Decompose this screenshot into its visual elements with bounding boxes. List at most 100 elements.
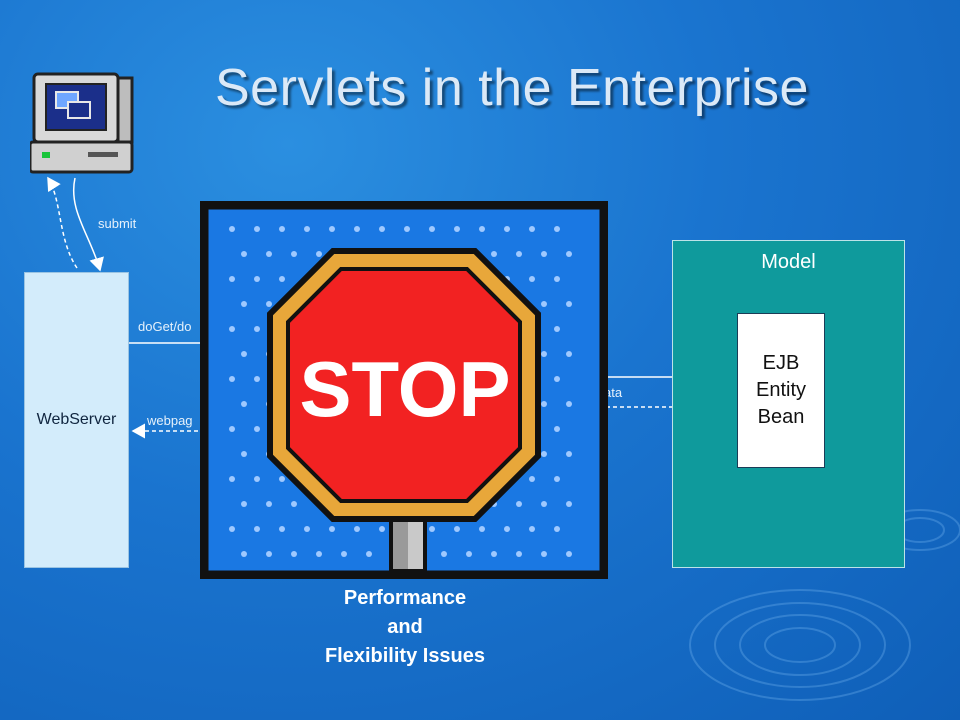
pattern-dot	[266, 251, 272, 257]
pattern-dot	[329, 526, 335, 532]
pattern-dot	[254, 276, 260, 282]
pattern-dot	[279, 476, 285, 482]
pattern-dot	[491, 551, 497, 557]
pattern-dot	[316, 251, 322, 257]
caption-line-3: Flexibility Issues	[324, 645, 486, 667]
model-label: Model	[761, 251, 816, 273]
pattern-dot	[241, 551, 247, 557]
pattern-dot	[229, 276, 235, 282]
pattern-dot	[279, 526, 285, 532]
response-arrow	[47, 176, 78, 269]
stop-sign-icon: STOP	[200, 201, 608, 579]
pattern-dot	[529, 476, 535, 482]
webserver-box: WebServer	[24, 272, 129, 568]
pattern-dot	[554, 326, 560, 332]
caption-line-1: Performance	[343, 587, 467, 609]
pattern-dot	[354, 226, 360, 232]
webpage-label: webpag	[147, 413, 193, 428]
pattern-dot	[266, 551, 272, 557]
pattern-dot	[291, 501, 297, 507]
pattern-dot	[254, 476, 260, 482]
pattern-dot	[566, 551, 572, 557]
doget-label: doGet/do	[138, 319, 192, 334]
pattern-dot	[566, 401, 572, 407]
pattern-dot	[504, 526, 510, 532]
pattern-dot	[254, 326, 260, 332]
pattern-dot	[566, 351, 572, 357]
pattern-dot	[254, 226, 260, 232]
pattern-dot	[441, 551, 447, 557]
pattern-dot	[541, 551, 547, 557]
pattern-dot	[516, 501, 522, 507]
computer-icon	[30, 72, 134, 174]
pattern-dot	[229, 326, 235, 332]
data-label: ata	[604, 385, 623, 400]
pattern-dot	[341, 551, 347, 557]
pattern-dot	[254, 526, 260, 532]
pattern-dot	[379, 526, 385, 532]
pattern-dot	[566, 301, 572, 307]
pattern-dot	[541, 451, 547, 457]
caption: Performance and Flexibility Issues	[285, 584, 525, 671]
slide-title: Servlets in the Enterprise	[215, 59, 809, 117]
pattern-dot	[241, 251, 247, 257]
pattern-dot	[241, 501, 247, 507]
pattern-dot	[541, 501, 547, 507]
pattern-dot	[466, 551, 472, 557]
pattern-dot	[504, 226, 510, 232]
webserver-label: WebServer	[36, 411, 117, 428]
pattern-dot	[241, 401, 247, 407]
pattern-dot	[291, 551, 297, 557]
pattern-dot	[279, 276, 285, 282]
pattern-dot	[366, 551, 372, 557]
pattern-dot	[529, 226, 535, 232]
pattern-dot	[266, 301, 272, 307]
pattern-dot	[554, 476, 560, 482]
pattern-dot	[229, 426, 235, 432]
pattern-dot	[529, 526, 535, 532]
pattern-dot	[279, 226, 285, 232]
pattern-dot	[291, 251, 297, 257]
ejb-label: EJB Entity Bean	[755, 352, 807, 428]
model-box: Model EJB Entity Bean	[672, 240, 905, 568]
pattern-dot	[529, 276, 535, 282]
pattern-dot	[554, 226, 560, 232]
pattern-dot	[304, 526, 310, 532]
pattern-dot	[429, 226, 435, 232]
pattern-dot	[516, 251, 522, 257]
pattern-dot	[266, 501, 272, 507]
pattern-dot	[541, 351, 547, 357]
pattern-dot	[229, 476, 235, 482]
pattern-dot	[254, 376, 260, 382]
pattern-dot	[554, 426, 560, 432]
pattern-dot	[454, 226, 460, 232]
pattern-dot	[479, 226, 485, 232]
pattern-dot	[516, 551, 522, 557]
pattern-dot	[541, 301, 547, 307]
pattern-dot	[404, 226, 410, 232]
pattern-dot	[479, 526, 485, 532]
pattern-dot	[541, 401, 547, 407]
stop-text: STOP	[300, 345, 511, 433]
pattern-dot	[566, 451, 572, 457]
pattern-dot	[241, 351, 247, 357]
pattern-dot	[554, 526, 560, 532]
pattern-dot	[241, 451, 247, 457]
pattern-dot	[316, 551, 322, 557]
submit-label: submit	[98, 216, 137, 231]
pattern-dot	[429, 526, 435, 532]
pattern-dot	[229, 526, 235, 532]
pattern-dot	[254, 426, 260, 432]
sign-red	[286, 267, 522, 503]
pattern-dot	[554, 276, 560, 282]
pattern-dot	[541, 251, 547, 257]
submit-arrow	[73, 177, 104, 272]
pattern-dot	[554, 376, 560, 382]
pattern-dot	[566, 251, 572, 257]
pattern-dot	[354, 526, 360, 532]
pattern-dot	[454, 526, 460, 532]
pattern-dot	[241, 301, 247, 307]
caption-line-2: and	[387, 616, 423, 638]
pattern-dot	[229, 226, 235, 232]
ejb-entity-bean-box: EJB Entity Bean	[737, 313, 825, 468]
